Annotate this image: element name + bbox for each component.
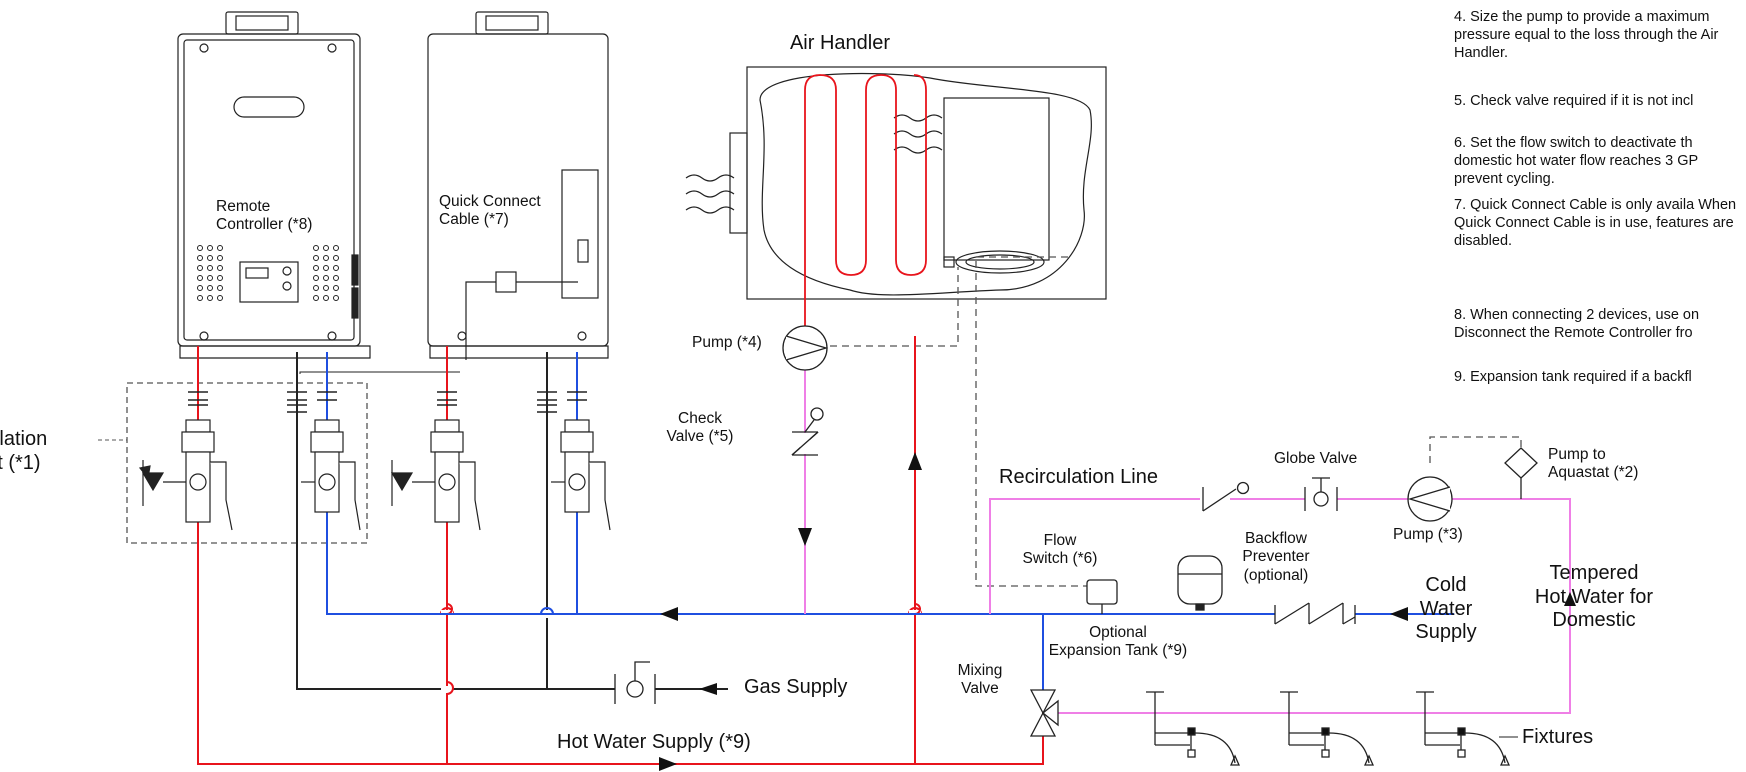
gas-piping	[296, 352, 728, 690]
pump4-label: Pump (*4)	[692, 334, 762, 351]
mixing-valve	[1029, 689, 1059, 737]
pump-4	[782, 325, 829, 371]
air-handler	[685, 66, 1107, 300]
backflow-label: Backflow Preventer (optional)	[1242, 530, 1310, 584]
water-heater-2	[427, 11, 609, 360]
note-8: 8. When connecting 2 devices, use on Dis…	[1454, 307, 1700, 342]
flow-switch-label: Flow Switch (*6)	[1022, 532, 1098, 568]
pump3-label: Pump (*3)	[1393, 526, 1463, 543]
isolation-valve-hot-1	[138, 419, 233, 531]
note-9: 9. Expansion tank required if a backfl	[1454, 369, 1692, 385]
flow-arrows	[659, 452, 1576, 771]
check-valve-label: Check Valve (*5)	[666, 410, 734, 446]
control-wiring	[830, 256, 1522, 587]
water-heater-1	[177, 11, 371, 359]
remote-controller-label: Remote Controller (*8)	[216, 198, 313, 234]
air-handler-label: Air Handler	[789, 32, 891, 54]
cold-water-piping	[326, 352, 1454, 690]
fixtures	[1146, 691, 1511, 766]
quick-connect-label: Quick Connect Cable (*7)	[439, 193, 541, 229]
mixing-valve-label: Mixing Valve	[957, 662, 1003, 698]
crossover-arcs	[441, 602, 921, 696]
recirculation-piping	[804, 335, 1571, 714]
note-4: 4. Size the pump to provide a maximum pr…	[1454, 9, 1719, 62]
backflow-preventer	[1274, 602, 1356, 625]
flow-switch	[1086, 579, 1118, 614]
cold-water-label: Cold Water Supply	[1415, 574, 1477, 644]
isolation-kit-box	[126, 382, 368, 544]
pipe-crossovers	[441, 610, 921, 693]
isolation-valve-hot-2	[390, 419, 481, 531]
union-fittings	[188, 391, 587, 413]
hot-water-supply-label: Hot Water Supply (*9)	[557, 731, 751, 753]
note-7: 7. Quick Connect Cable is only availa Wh…	[1454, 197, 1737, 250]
gas-valve	[614, 661, 656, 704]
globe-valve-label: Globe Valve	[1274, 450, 1358, 467]
expansion-tank-label: Optional Expansion Tank (*9)	[1048, 624, 1188, 660]
fixtures-label: Fixtures	[1522, 726, 1594, 748]
heater1-grille-left	[197, 245, 339, 301]
globe-valve	[1304, 477, 1338, 511]
heater-link-line	[299, 371, 460, 374]
note-5: 5. Check valve required if it is not inc…	[1454, 93, 1694, 109]
isolation-valve-cold-2	[551, 419, 611, 531]
pump-aquastat-label: Pump to Aquastat (*2)	[1548, 446, 1639, 482]
check-valve-5	[791, 407, 824, 456]
gas-supply-label: Gas Supply	[744, 676, 848, 698]
recirc-check-valve	[1200, 481, 1250, 512]
isolation-kit-label: Isolation Kit (*1)	[0, 428, 48, 474]
aquastat	[1504, 447, 1538, 479]
isolation-valve-cold-1	[301, 419, 361, 531]
recirculation-line-label: Recirculation Line	[999, 466, 1158, 488]
note-6: 6. Set the flow switch to deactivate th …	[1454, 135, 1698, 188]
air-handler-coil	[804, 74, 927, 335]
tempered-label: Tempered Hot Water for Domestic	[1534, 562, 1654, 632]
pump-3	[1407, 476, 1453, 522]
expansion-tank	[1177, 555, 1223, 611]
